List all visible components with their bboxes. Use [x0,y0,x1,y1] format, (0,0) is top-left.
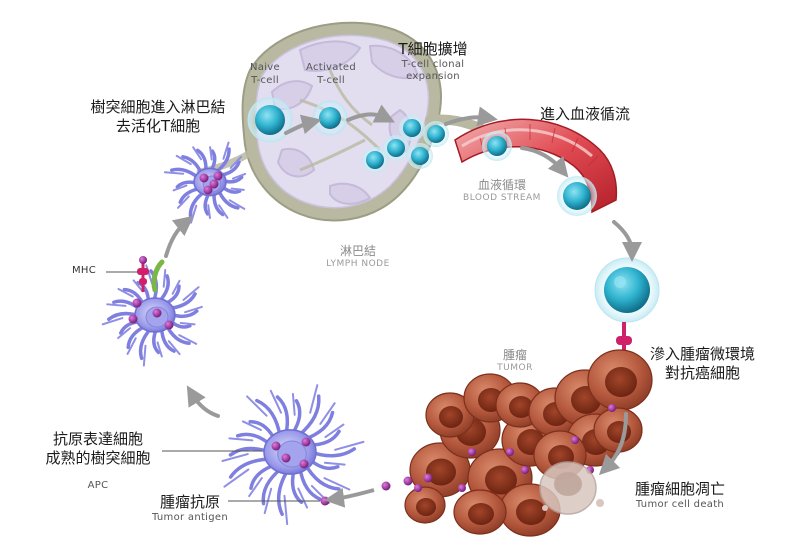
arrow-blood-to-tumor [612,220,642,262]
naive-t-cell-label: Naive T-cell [250,62,280,87]
cycle-arrows [164,104,642,476]
apc-label: 抗原表達細胞 成熟的樹突細胞 APC [45,430,150,492]
arrow-apc-to-mhc-dc [186,385,220,418]
arrow-antigens-to-apc [324,487,375,508]
presented-antigen [128,314,138,324]
presented-antigen [209,179,219,189]
blood-vessel-highlight [461,128,593,158]
lymph-node-label: 淋巴結 LYMPH NODE [326,244,390,270]
blood-t-cell [482,131,512,161]
tcell-expansion-en-line1: T-cell clonal [401,58,465,70]
tumor-antigen-dot [608,404,616,412]
t-cells [247,97,660,323]
arrow-activated-to-expansion [346,104,395,123]
dendritic-cell-migrating [163,141,247,224]
tumor-antigen-dot [571,436,579,444]
infiltrate-label: 滲入腫瘤微環境 對抗癌細胞 [650,345,755,383]
blood-t-cell [557,176,597,216]
dc-enter-lymph-label: 樹突細胞進入淋巴結 去活化T細胞 [90,98,225,136]
tumor-death-zh: 腫瘤細胞凋亡 [634,480,726,498]
blood-stream-en: BLOOD STREAM [463,193,541,203]
tumor-antigen-dot [468,448,476,456]
dc-enter-lymph-line2: 去活化T細胞 [115,116,201,135]
infiltrate-line2: 對抗癌細胞 [665,363,741,382]
presented-antigen [301,437,311,447]
tumor-antigen-zh: 腫瘤抗原 [159,493,221,511]
arrow-mhc-dc-to-migrating-dc [164,215,194,258]
arrow-naive-to-activated [284,114,322,135]
tumor-antigen-label: 腫瘤抗原 Tumor antigen [152,493,228,524]
circulating-t-cell [594,257,660,323]
tumor-antigen-dot [521,466,529,474]
dying-tumor-cell [539,461,604,515]
tumor-zh: 腫瘤 [502,348,527,362]
antigen-legend-dot [320,496,330,506]
blood-stream-label: 血液循環 BLOOD STREAM [463,178,541,204]
expanded-t-cell-cluster [362,115,449,173]
tumor-antigen-dot [458,484,466,492]
tcell-expansion-zh: T細胞擴增 [398,40,468,58]
lymph-node-lobule [329,182,372,205]
tumor-cell [453,489,507,535]
arrow-lymph-to-blood [444,106,498,127]
presented-antigen [164,320,174,330]
lymph-node-lobule [298,40,362,72]
lymph-node-en: LYMPH NODE [326,259,390,269]
presented-antigen [203,185,213,195]
presented-antigen [271,441,281,451]
tumor-antigen-en: Tumor antigen [152,511,228,523]
activated-t-cell-label: Activated T-cell [306,62,356,87]
tumor-cell [404,486,446,524]
tumor-en: TUMOR [497,363,533,373]
dendritic-cell-apc [221,384,365,526]
presented-antigen [132,298,142,308]
apc-en: APC [87,479,109,491]
blood-stream-zh: 血液循環 [477,178,526,192]
mhc-label: MHC [72,265,97,276]
activated-t-cell [312,100,348,136]
tcell-expansion-en-line2: expansion [406,71,460,83]
naive-t-cell [247,97,293,143]
tumor-death-en: Tumor cell death [635,498,725,510]
lymph-node-channel [328,69,373,127]
dc-enter-lymph-line1: 樹突細胞進入淋巴結 [90,98,226,116]
infiltrate-line1: 滲入腫瘤微環境 [650,345,756,363]
tumor-label: 腫瘤 TUMOR [497,348,533,374]
activated-line1: Activated [305,62,357,73]
tumor-death-label: 腫瘤細胞凋亡 Tumor cell death [635,480,725,511]
lymph-node-channel [299,138,366,172]
enter-blood-label: 進入血液循流 [540,105,631,123]
lymph-node-zh: 淋巴結 [339,244,377,258]
mhc-complex-icon [137,256,165,293]
arrow-in-blood [520,146,569,178]
naive-line1: Naive [250,62,280,73]
tumor-antigen-dot [414,484,422,492]
tcell-expansion-label: T細胞擴增 T-cell clonal expansion [398,40,467,84]
apc-line1: 抗原表達細胞 [52,430,144,448]
naive-line2: T-cell [251,74,279,86]
lymph-node-lobule [368,44,420,80]
presented-antigen [213,171,223,181]
presented-antigen [281,453,291,463]
apc-line2: 成熟的樹突細胞 [45,448,151,467]
tumor-antigen-dot [506,448,514,456]
lymph-node-lobule [276,148,316,178]
tumor-cell [593,407,643,453]
tumor-mass [404,349,653,537]
arrow-to-tumor-death [598,412,628,476]
presented-antigen [199,173,209,183]
dendritic-cell-mhc-presenting [101,264,203,367]
presented-antigen [152,308,162,318]
activated-line2: T-cell [317,74,345,86]
tumor-cell [587,349,653,411]
presented-antigen [299,459,309,469]
tumor-cell [409,442,471,498]
leader-lines [106,271,320,502]
